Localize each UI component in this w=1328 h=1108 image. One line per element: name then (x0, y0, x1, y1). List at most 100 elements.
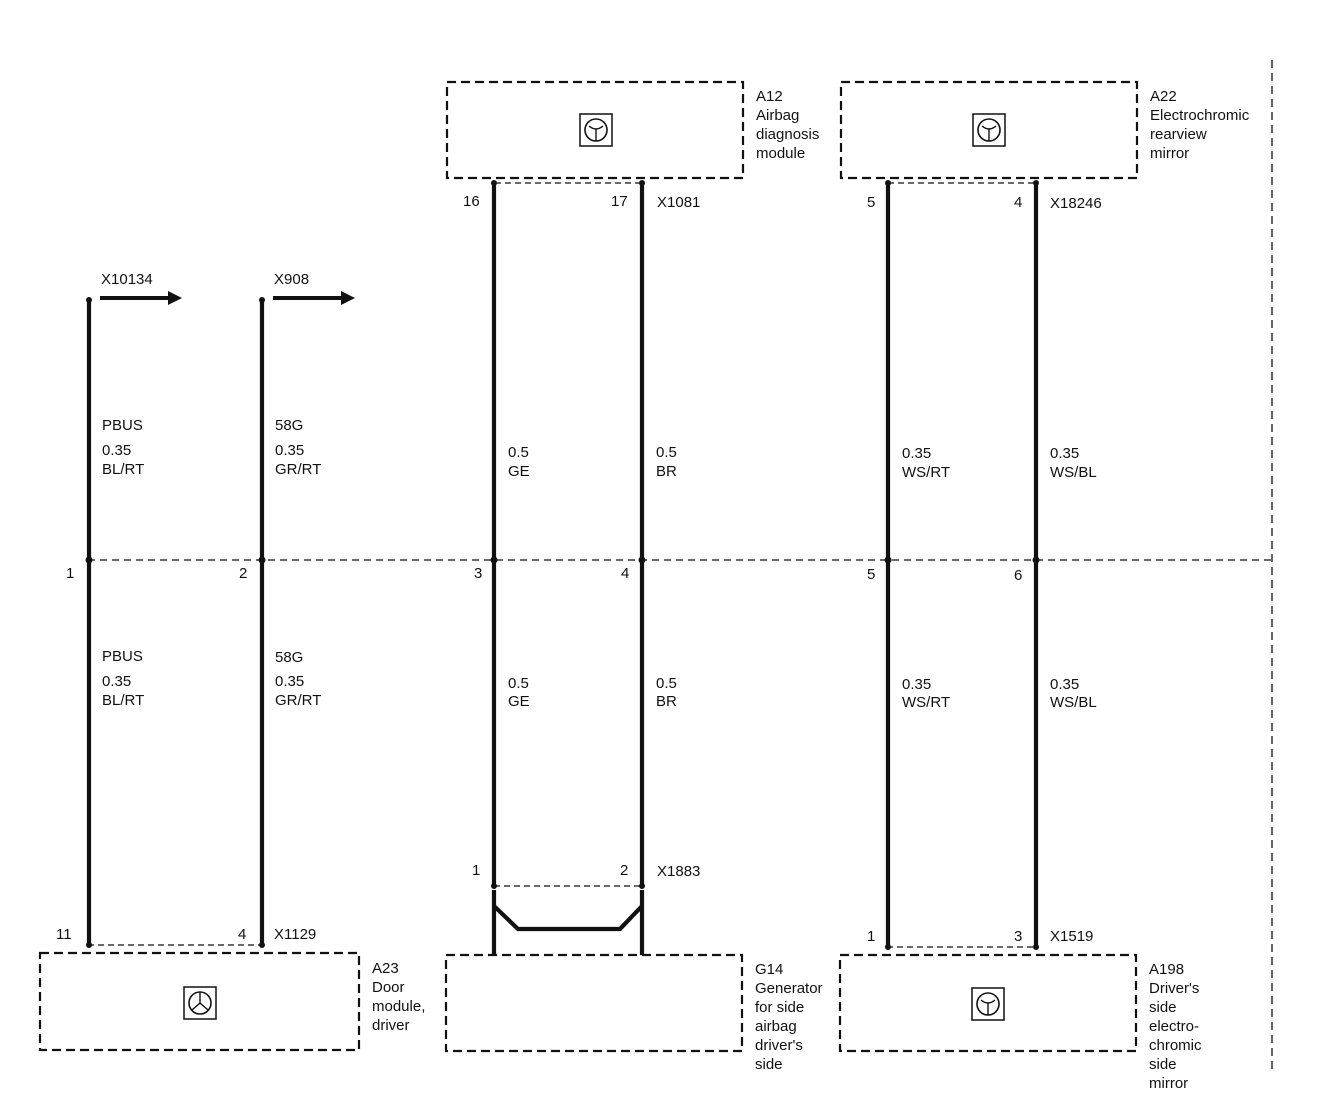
svg-text:0.35: 0.35 (1050, 676, 1079, 693)
svg-text:mirror: mirror (1149, 1075, 1188, 1092)
svg-text:0.35: 0.35 (1050, 445, 1079, 462)
svg-text:electro-: electro- (1149, 1018, 1199, 1035)
svg-text:0.5: 0.5 (508, 675, 529, 692)
pin-number: 1 (66, 565, 74, 582)
pin-number: 4 (621, 565, 629, 582)
a12-module-box[interactable] (445, 80, 745, 180)
a198-label: A198 Driver's side electro- chromic side… (1149, 961, 1202, 1092)
pin-number: 4 (238, 926, 246, 943)
connector-label-x1129: X1129 (274, 926, 316, 943)
a22-module-box[interactable] (839, 80, 1139, 180)
svg-text:0.35: 0.35 (275, 442, 304, 459)
svg-text:Driver's: Driver's (1149, 980, 1199, 997)
pin-number: 3 (1014, 928, 1022, 945)
svg-text:WS/BL: WS/BL (1050, 464, 1097, 481)
svg-text:mirror: mirror (1150, 145, 1189, 162)
pin-number: 16 (463, 193, 480, 210)
svg-text:A22: A22 (1150, 88, 1177, 105)
pin-number: 17 (611, 193, 628, 210)
a23-module-box[interactable] (38, 951, 361, 1052)
pin-dots (85, 180, 1040, 950)
pin-number: 11 (56, 926, 72, 943)
arrow-right-icon (273, 291, 355, 305)
svg-text:0.35: 0.35 (102, 442, 131, 459)
pin-number: 2 (239, 565, 247, 582)
svg-text:Generator: Generator (755, 980, 823, 997)
svg-text:for side: for side (755, 999, 804, 1016)
svg-text:diagnosis: diagnosis (756, 126, 819, 143)
svg-text:GE: GE (508, 693, 530, 710)
a198-module-box[interactable] (838, 953, 1138, 1053)
pin-number: 5 (867, 566, 875, 583)
svg-text:side: side (1149, 1056, 1177, 1073)
a22-label: A22 Electrochromic rearview mirror (1150, 88, 1250, 162)
svg-text:BR: BR (656, 693, 677, 710)
wire-label-58g-lower: 58G 0.35 GR/RT (275, 649, 321, 709)
svg-text:PBUS: PBUS (102, 417, 143, 434)
wire-label-ge-lower: 0.5 GE (508, 675, 530, 710)
svg-text:A198: A198 (1149, 961, 1184, 978)
pin-number: 5 (867, 194, 875, 211)
steering-wheel-icon (579, 113, 613, 147)
pin-number: 1 (472, 862, 480, 879)
svg-text:PBUS: PBUS (102, 648, 143, 665)
svg-text:BL/RT: BL/RT (102, 461, 144, 478)
wire-label-ws-rt-lower: 0.35 WS/RT (902, 676, 950, 711)
svg-text:Electrochromic: Electrochromic (1150, 107, 1250, 124)
svg-text:WS/BL: WS/BL (1050, 694, 1097, 711)
svg-text:0.35: 0.35 (902, 445, 931, 462)
svg-text:module: module (756, 145, 805, 162)
wire-label-ws-bl-lower: 0.35 WS/BL (1050, 676, 1097, 711)
svg-text:BL/RT: BL/RT (102, 692, 144, 709)
connector-label-x1081: X1081 (657, 194, 700, 211)
g14-label: G14 Generator for side airbag driver's s… (755, 961, 823, 1073)
pin-number: 4 (1014, 194, 1022, 211)
door-module-icon (183, 986, 217, 1020)
steering-wheel-icon (972, 113, 1006, 147)
arrow-right-icon (100, 291, 182, 305)
connector-label-x908: X908 (274, 271, 309, 288)
svg-text:G14: G14 (755, 961, 783, 978)
svg-text:Door: Door (372, 979, 405, 996)
wire-label-br-lower: 0.5 BR (656, 675, 677, 710)
g14-bridge (492, 904, 644, 932)
svg-text:chromic: chromic (1149, 1037, 1202, 1054)
svg-text:WS/RT: WS/RT (902, 694, 950, 711)
g14-module-box[interactable] (444, 953, 744, 1053)
svg-text:BR: BR (656, 463, 677, 480)
a23-label: A23 Door module, driver (372, 960, 425, 1034)
svg-text:GR/RT: GR/RT (275, 692, 321, 709)
svg-text:GE: GE (508, 463, 530, 480)
pin-number: 3 (474, 565, 482, 582)
svg-text:driver's: driver's (755, 1037, 803, 1054)
wire-label-ws-rt-upper: 0.35 WS/RT (902, 445, 950, 481)
connector-label-x10134: X10134 (101, 271, 153, 288)
svg-text:rearview: rearview (1150, 126, 1207, 143)
pin-number: 1 (867, 928, 875, 945)
steering-wheel-icon (971, 987, 1005, 1021)
svg-text:A12: A12 (756, 88, 783, 105)
svg-text:0.35: 0.35 (102, 673, 131, 690)
pin-number: 6 (1014, 567, 1022, 584)
svg-text:0.5: 0.5 (508, 444, 529, 461)
svg-text:WS/RT: WS/RT (902, 464, 950, 481)
svg-text:airbag: airbag (755, 1018, 797, 1035)
svg-text:58G: 58G (275, 649, 303, 666)
wire-label-br-upper: 0.5 BR (656, 444, 677, 480)
svg-text:side: side (1149, 999, 1177, 1016)
connector-label-x1883: X1883 (657, 863, 700, 880)
svg-text:A23: A23 (372, 960, 399, 977)
svg-text:0.5: 0.5 (656, 444, 677, 461)
svg-text:side: side (755, 1056, 783, 1073)
wire-label-pbus-lower: PBUS 0.35 BL/RT (102, 648, 144, 709)
a12-label: A12 Airbag diagnosis module (756, 88, 819, 162)
svg-text:0.5: 0.5 (656, 675, 677, 692)
svg-text:driver: driver (372, 1017, 410, 1034)
wire-label-ge-upper: 0.5 GE (508, 444, 530, 480)
svg-text:GR/RT: GR/RT (275, 461, 321, 478)
wire-label-ws-bl-upper: 0.35 WS/BL (1050, 445, 1097, 481)
svg-text:0.35: 0.35 (902, 676, 931, 693)
svg-text:0.35: 0.35 (275, 673, 304, 690)
svg-text:58G: 58G (275, 417, 303, 434)
